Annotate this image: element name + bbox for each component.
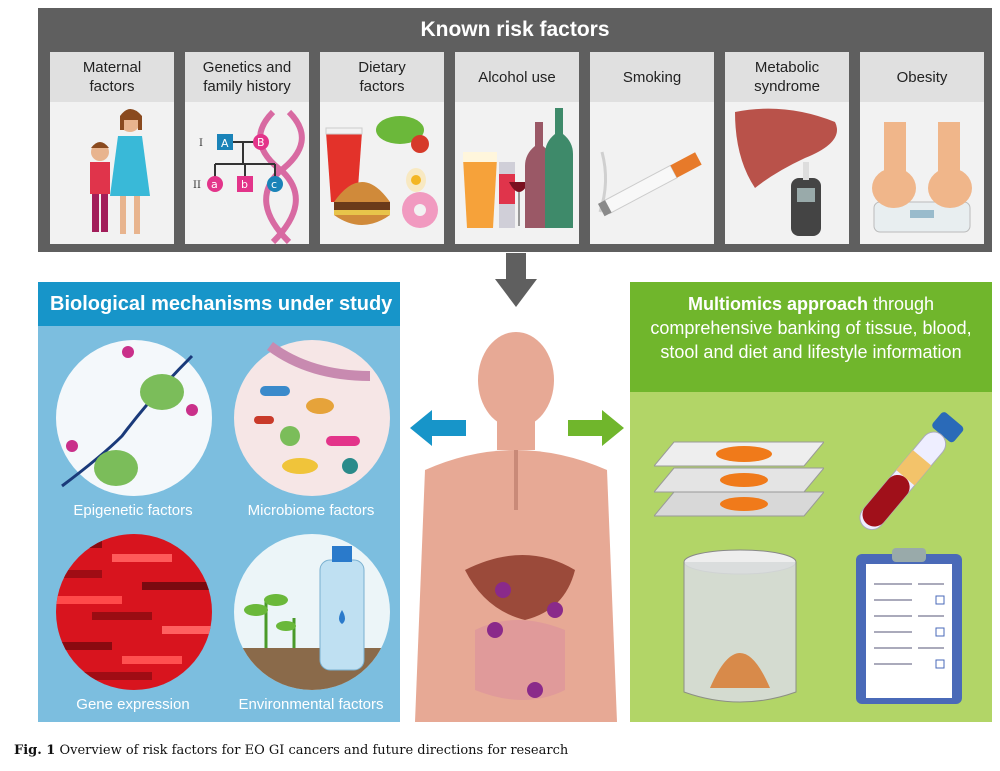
pedigree-dna-icon: I II A B a b c xyxy=(193,109,305,244)
clipboard-icon xyxy=(856,548,962,704)
risk-factor-label: Genetics and family history xyxy=(185,52,309,102)
risk-factor-label: Smoking xyxy=(590,52,714,102)
pedigree-node-label: a xyxy=(211,178,218,191)
biological-mechanisms-panel: Biological mechanisms under study Epigen… xyxy=(38,282,400,722)
generation-label: I xyxy=(199,138,203,149)
pedigree-node-label: B xyxy=(257,136,265,149)
generation-label: II xyxy=(193,180,201,191)
mechanism-label: Gene expression xyxy=(76,696,190,713)
left-arrow-icon xyxy=(410,410,466,446)
risk-factor-label: Maternal factors xyxy=(50,52,174,102)
risk-factor-diet: Dietary factors xyxy=(320,52,444,244)
mother-child-icon xyxy=(90,109,150,234)
right-arrow-icon xyxy=(568,410,624,446)
nucleosome-icon xyxy=(56,340,212,496)
risk-factor-obesity: Obesity xyxy=(860,52,984,244)
heatmap-icon xyxy=(56,534,212,690)
panel-title: Multiomics approach through comprehensiv… xyxy=(630,282,992,392)
caption-text: Overview of risk factors for EO GI cance… xyxy=(55,743,569,758)
blood-tube-icon xyxy=(859,412,964,531)
bacteria-icon xyxy=(234,340,390,496)
pedigree-node-label: A xyxy=(221,137,229,150)
panel-title: Known risk factors xyxy=(420,18,610,41)
pedigree-node-label: b xyxy=(241,178,248,191)
panel-title: Biological mechanisms under study xyxy=(38,282,400,326)
mechanism-label: Epigenetic factors xyxy=(73,502,193,519)
mechanism-label: Microbiome factors xyxy=(247,502,375,519)
risk-factor-maternal: Maternal factors xyxy=(50,52,174,244)
alcohol-bottles-icon xyxy=(463,108,573,228)
known-risk-factors-panel: Known risk factors Maternal factors Gene… xyxy=(38,8,992,252)
mechanism-label: Environmental factors xyxy=(238,696,384,713)
risk-factor-alcohol: Alcohol use xyxy=(455,52,579,244)
pedigree-node-label: c xyxy=(271,178,277,191)
figure-caption: Fig. 1 Overview of risk factors for EO G… xyxy=(14,743,568,758)
stool-jar-icon xyxy=(683,549,797,703)
risk-factor-label: Obesity xyxy=(860,52,984,102)
panel-title-bold: Multiomics approach xyxy=(687,294,868,314)
multiomics-panel: Multiomics approach through comprehensiv… xyxy=(630,282,992,722)
down-arrow-icon xyxy=(495,253,537,307)
human-body-digestive-icon xyxy=(415,332,617,722)
tissue-slides-icon xyxy=(654,441,824,517)
risk-factor-metabolic: Metabolic syndrome xyxy=(725,52,849,244)
risk-factor-smoking: Smoking xyxy=(590,52,714,244)
liver-glucometer-icon xyxy=(735,108,837,236)
risk-factor-label: Dietary factors xyxy=(320,52,444,102)
risk-factor-label: Alcohol use xyxy=(455,52,579,102)
figure-number: Fig. 1 xyxy=(14,743,56,758)
plant-water-icon xyxy=(234,534,390,690)
risk-factor-genetics: Genetics and family history I II A B a b… xyxy=(185,52,309,244)
panel-title-rest: through comprehensive banking of tissue,… xyxy=(650,294,972,362)
risk-factor-label: Metabolic syndrome xyxy=(725,52,849,102)
scale-feet-icon xyxy=(872,122,972,233)
cigarette-icon xyxy=(597,151,702,217)
junk-food-icon xyxy=(325,116,438,228)
